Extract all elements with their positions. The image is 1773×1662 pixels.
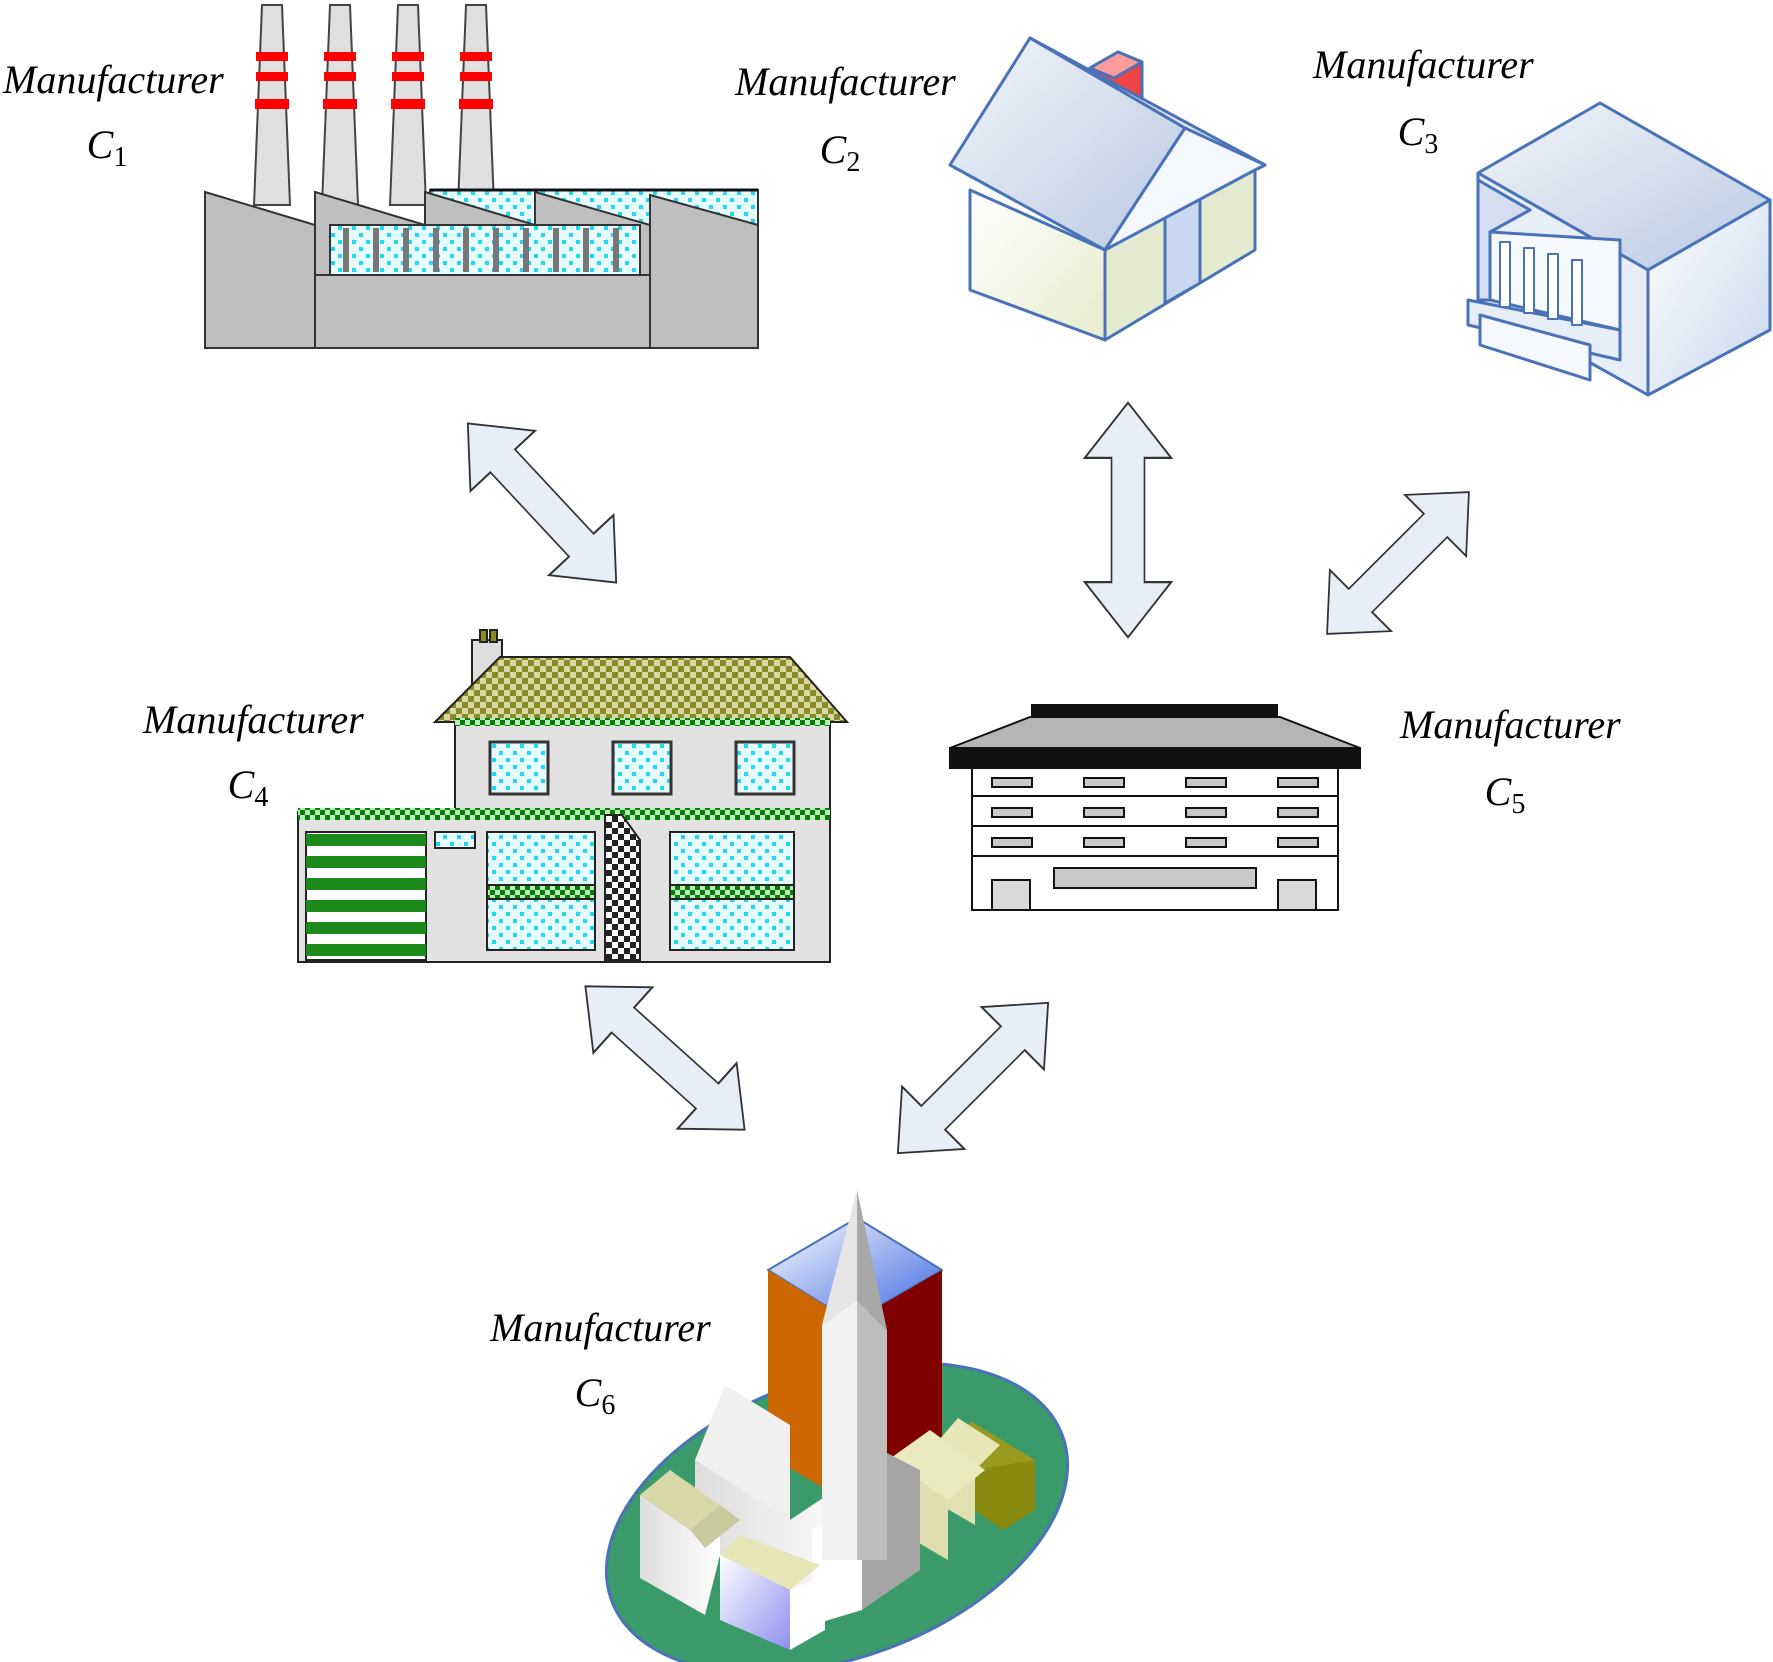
c2-symbol: C2: [819, 127, 861, 178]
factory-icon: [204, 4, 759, 349]
bank-building-icon: [1466, 101, 1772, 397]
town-church-icon: [604, 1190, 1070, 1662]
arrow-c4-c6: [554, 952, 776, 1164]
c6-label: Manufacturer: [490, 1305, 711, 1350]
house-icon: [948, 36, 1267, 342]
c1-symbol: C1: [86, 122, 128, 173]
c4-label: Manufacturer: [143, 697, 364, 742]
c1-label: Manufacturer: [3, 57, 224, 102]
office-building-icon: [949, 704, 1361, 911]
arrow-c1-c4: [434, 392, 650, 614]
c3-symbol: C3: [1397, 109, 1439, 160]
c5-symbol: C5: [1484, 769, 1526, 820]
arrow-c5-c6: [865, 970, 1081, 1186]
c4-symbol: C4: [227, 762, 269, 813]
c3-label: Manufacturer: [1313, 42, 1534, 87]
arrow-c3-c5: [1295, 460, 1501, 666]
c6-symbol: C6: [574, 1370, 616, 1421]
arrow-c2-c5: [1083, 401, 1173, 639]
c2-label: Manufacturer: [735, 59, 956, 104]
two-storey-house-icon: [297, 629, 850, 963]
c5-label: Manufacturer: [1400, 702, 1621, 747]
